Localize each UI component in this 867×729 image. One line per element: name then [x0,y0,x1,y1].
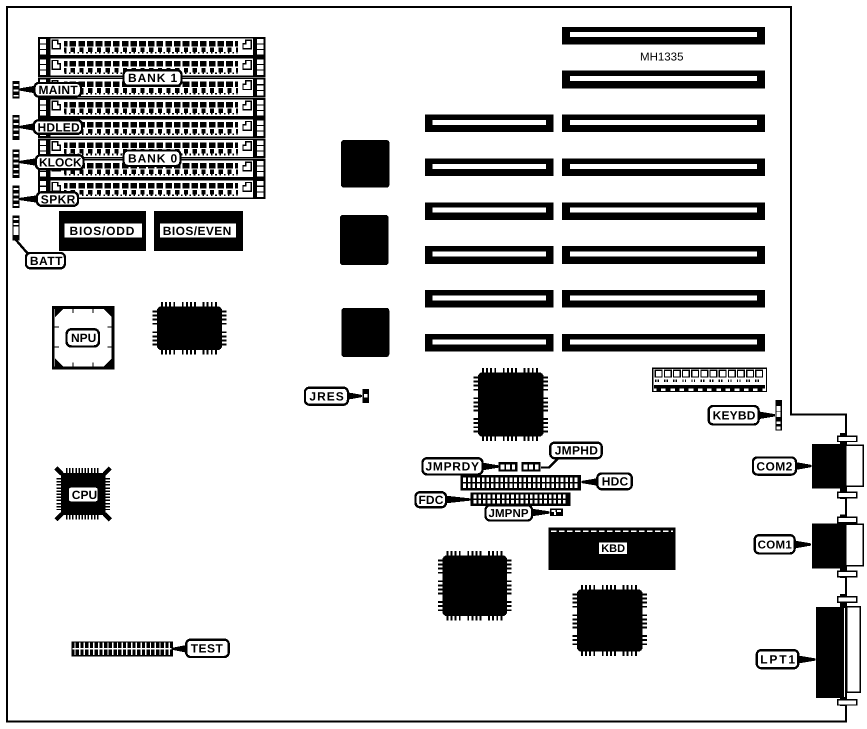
svg-text:MAINT: MAINT [39,83,79,97]
svg-text:COM2: COM2 [756,459,792,473]
svg-text:MH1335: MH1335 [640,52,683,64]
svg-text:FDC: FDC [419,493,444,507]
svg-text:BIOS/EVEN: BIOS/EVEN [163,224,232,238]
svg-text:BATT: BATT [30,254,63,268]
svg-text:BANK 0: BANK 0 [128,152,178,166]
svg-text:LPT1: LPT1 [760,652,797,666]
svg-text:JMPNP: JMPNP [489,508,529,520]
svg-text:SPKR: SPKR [41,192,76,206]
svg-text:BANK 1: BANK 1 [128,71,178,85]
svg-text:JMPHD: JMPHD [555,444,599,458]
svg-text:CPU: CPU [72,488,97,502]
svg-text:NPU: NPU [71,331,96,345]
svg-text:HDLED: HDLED [38,120,80,134]
svg-text:HDC: HDC [602,475,629,489]
svg-text:TEST: TEST [191,642,224,656]
svg-text:JMPRDY: JMPRDY [426,460,480,474]
svg-text:COM1: COM1 [758,540,793,552]
svg-text:KEYBD: KEYBD [713,409,756,423]
svg-text:BIOS/ODD: BIOS/ODD [70,224,136,238]
svg-text:KLOCK: KLOCK [39,156,82,170]
svg-text:JRES: JRES [309,390,344,404]
svg-text:KBD: KBD [601,543,625,555]
